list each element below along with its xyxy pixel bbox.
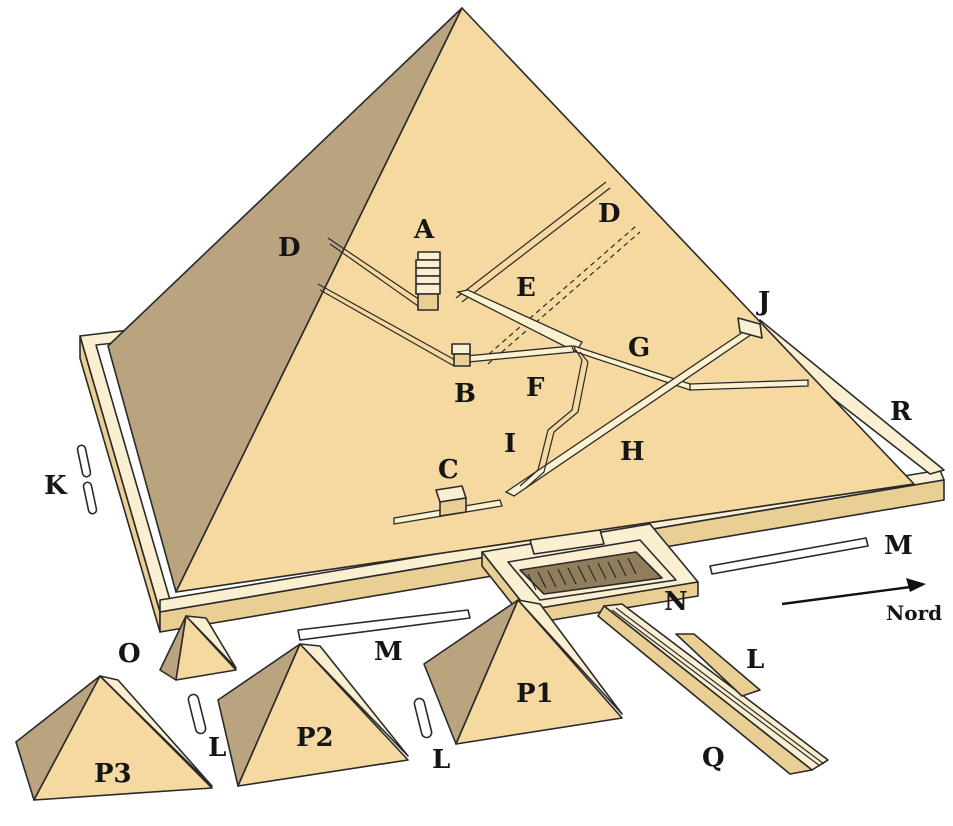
pyramid-P2 [217, 643, 409, 787]
label-N: N [664, 587, 688, 617]
kings-chamber-A [415, 251, 441, 311]
label-J: J [756, 287, 770, 317]
label-L-left: L [208, 733, 226, 763]
label-G: G [628, 333, 650, 363]
diagram-labels: A B C D D E F G H I J K R M M N O L L L … [44, 199, 913, 789]
subterranean-chamber-C [435, 485, 467, 517]
boat-pit-M-center [297, 609, 471, 641]
boat-pit-M-right [709, 537, 869, 575]
label-D-left: D [278, 233, 301, 263]
boat-pit-L-center [413, 697, 433, 739]
label-P1: P1 [516, 679, 554, 709]
pyramid-P3 [15, 675, 213, 801]
label-D-right: D [598, 199, 621, 229]
label-R: R [890, 397, 912, 427]
label-A: A [413, 215, 435, 245]
boat-pits-K [76, 444, 98, 515]
label-M-center: M [374, 637, 403, 667]
label-O: O [118, 639, 141, 669]
label-P3: P3 [94, 759, 132, 789]
causeway-Q [597, 603, 829, 775]
label-C: C [438, 455, 459, 485]
label-L-center: L [432, 745, 450, 775]
label-B: B [454, 379, 476, 409]
north-arrow: Nord [781, 578, 942, 625]
queens-chamber-B [451, 343, 471, 367]
pyramid-P1 [423, 599, 623, 745]
label-P2: P2 [296, 723, 334, 753]
label-H: H [620, 437, 645, 467]
label-K: K [44, 471, 68, 501]
north-label: Nord [886, 601, 942, 625]
label-Q: Q [702, 743, 725, 773]
arrow-right-icon [781, 584, 919, 606]
label-I: I [504, 429, 516, 459]
label-L-right: L [746, 645, 764, 675]
queens-pyramid-O [159, 615, 237, 681]
boat-pit-L-right [675, 633, 761, 697]
label-F: F [526, 373, 545, 403]
mortuary-temple-N [481, 523, 699, 625]
internal-passages [317, 181, 809, 525]
label-E: E [516, 273, 536, 303]
boat-pit-L-left [187, 693, 207, 735]
label-M-right: M [884, 531, 913, 561]
